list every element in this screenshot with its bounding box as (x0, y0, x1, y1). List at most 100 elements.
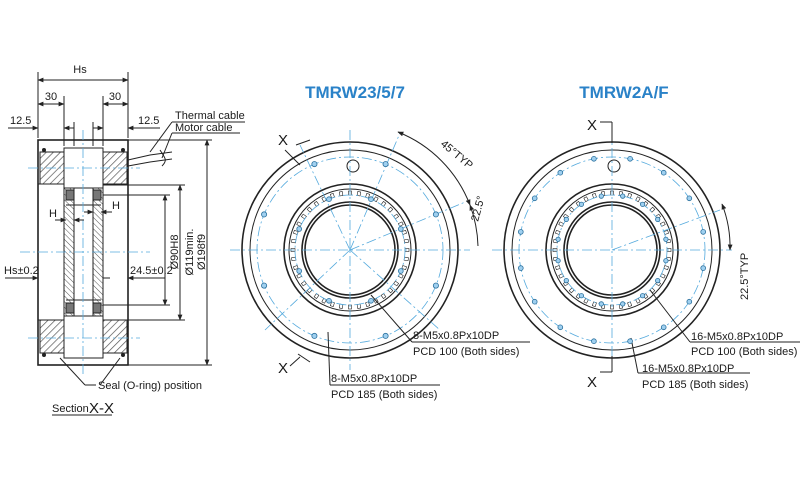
dim-hs: Hs (73, 64, 87, 76)
inner-tooth (306, 206, 313, 213)
bolt-hole-pcd185 (557, 169, 564, 176)
bolt-hole-pcd100 (598, 193, 604, 199)
cable-port (346, 159, 360, 173)
bolt-hole-pcd100 (397, 268, 404, 274)
bolt-hole-pcd100 (620, 193, 626, 199)
bolt-hole-pcd100 (397, 226, 404, 232)
bolt-hole-pcd100 (326, 297, 332, 304)
inner-tooth (387, 206, 394, 213)
cable-upper-line (127, 151, 173, 161)
x-marker-top: X (278, 132, 288, 149)
dim-12-5-left: 12.5 (10, 115, 31, 127)
callout-outer-line1: 8-M5x0.8Px10DP (331, 373, 417, 385)
callout-inner-line1: 8-M5x0.8Px10DP (413, 330, 499, 342)
seal-label: Seal (O-ring) position (98, 380, 202, 392)
inner-tooth (356, 191, 362, 197)
bolt-hole-pcd100 (663, 236, 669, 242)
angle-22-5-typ-label: 22.5°TYP (739, 253, 751, 300)
bolt-hole-pcd185 (382, 332, 389, 339)
bolt-hole-pcd185 (627, 338, 633, 345)
x-marker-bottom: X (278, 360, 288, 377)
inner-tooth (591, 301, 597, 307)
callout-outer-line2: PCD 185 (Both sides) (331, 389, 437, 401)
roller-top-right (92, 189, 102, 201)
inner-tooth (393, 213, 400, 220)
view-tmrw23: TMRW23/5/7 X X 45°TYP 22.5° 8- (230, 83, 530, 401)
inner-tooth (649, 206, 656, 213)
bolt-hole-pcd185 (261, 211, 268, 218)
bolt-hole-pcd100 (639, 201, 646, 207)
outer-circle (241, 141, 459, 359)
bolt-hole-pcd100 (663, 258, 669, 264)
bolt-hole-pcd100 (368, 297, 374, 304)
hatch-block-bottom-right (102, 319, 128, 354)
inner-tooth (401, 265, 407, 271)
o-ring-mark-4 (121, 353, 125, 357)
dim-h-left: H (49, 208, 57, 220)
roller-bottom-right (92, 302, 102, 314)
callout-inner-line2: PCD 100 (Both sides) (691, 346, 797, 358)
bolt-hole-pcd185 (627, 156, 633, 162)
bolt-hole-pcd185 (700, 229, 706, 235)
inner-tooth (583, 196, 589, 203)
inner-tooth (293, 265, 299, 271)
bolt-hole-pcd100 (555, 258, 561, 264)
bolt-hole-pcd100 (296, 268, 303, 274)
inner-tooth (380, 293, 387, 300)
roller-bottom-left (65, 302, 75, 314)
dim-30-right: 30 (109, 91, 121, 103)
bolt-hole-pcd100 (563, 216, 569, 222)
dim-d119: Ø119min. (184, 229, 196, 276)
inner-tooth (568, 206, 575, 213)
bolt-hole-pcd185 (660, 169, 667, 176)
inner-tooth (627, 301, 633, 307)
callout-inner-line1: 16-M5x0.8Px10DP (691, 331, 783, 343)
section-prefix: Section (52, 403, 89, 415)
o-ring-mark-2 (121, 148, 125, 152)
motor-cable-label: Motor cable (175, 122, 232, 134)
o-ring-mark-1 (42, 148, 46, 152)
bolt-hole-pcd185 (517, 265, 524, 271)
callout-inner-line2: PCD 100 (Both sides) (413, 346, 519, 358)
inner-tooth (403, 238, 409, 244)
bolt-hole-pcd185 (660, 324, 667, 331)
section-view: Hs 30 30 12.5 12.5 H H Hs±0.2 24.5±0.2 Ø… (4, 64, 245, 417)
inner-tooth (296, 221, 303, 227)
inner-tooth (387, 287, 394, 294)
inner-tooth (313, 293, 320, 300)
bolt-hole-pcd100 (655, 277, 661, 284)
x-marker-top: X (587, 117, 597, 134)
view-title-tmrw23: TMRW23/5/7 (305, 83, 405, 102)
inner-tooth (313, 200, 320, 207)
hatch-block-bottom-left (39, 319, 65, 354)
bolt-hole-pcd185 (557, 324, 564, 331)
inner-tooth (555, 265, 561, 271)
inner-tooth (306, 287, 313, 294)
dim-24-5: 24.5±0.2 (130, 265, 173, 277)
bolt-hole-pcd100 (296, 226, 303, 232)
bolt-hole-pcd185 (700, 265, 706, 271)
bolt-hole-pcd100 (563, 277, 569, 284)
bolt-hole-pcd185 (591, 338, 597, 345)
bolt-holes-tmrw2a (517, 156, 706, 345)
bolt-hole-pcd185 (686, 298, 693, 305)
bottom-inner-gap (63, 315, 104, 359)
inner-tooth (663, 265, 669, 271)
inner-tooth (568, 287, 575, 294)
cable-port (607, 159, 621, 173)
x-marker-bottom: X (587, 374, 597, 391)
bolt-hole-pcd185 (432, 282, 439, 289)
bolt-hole-pcd100 (639, 293, 646, 299)
dim-d198: Ø198f9 (196, 234, 208, 270)
roller-top-left (65, 189, 75, 201)
bolt-hole-pcd185 (531, 195, 538, 202)
bolt-hole-pcd185 (517, 229, 524, 235)
dim-30-left: 30 (45, 91, 57, 103)
dim-d90: Ø90H8 (169, 235, 181, 270)
inner-tooth (393, 280, 400, 287)
angle-22-5-label: 22.5° (469, 195, 487, 223)
thermal-cable-label: Thermal cable (175, 110, 245, 122)
inner-tooth (380, 200, 387, 207)
dim-12-5-right: 12.5 (138, 115, 159, 127)
